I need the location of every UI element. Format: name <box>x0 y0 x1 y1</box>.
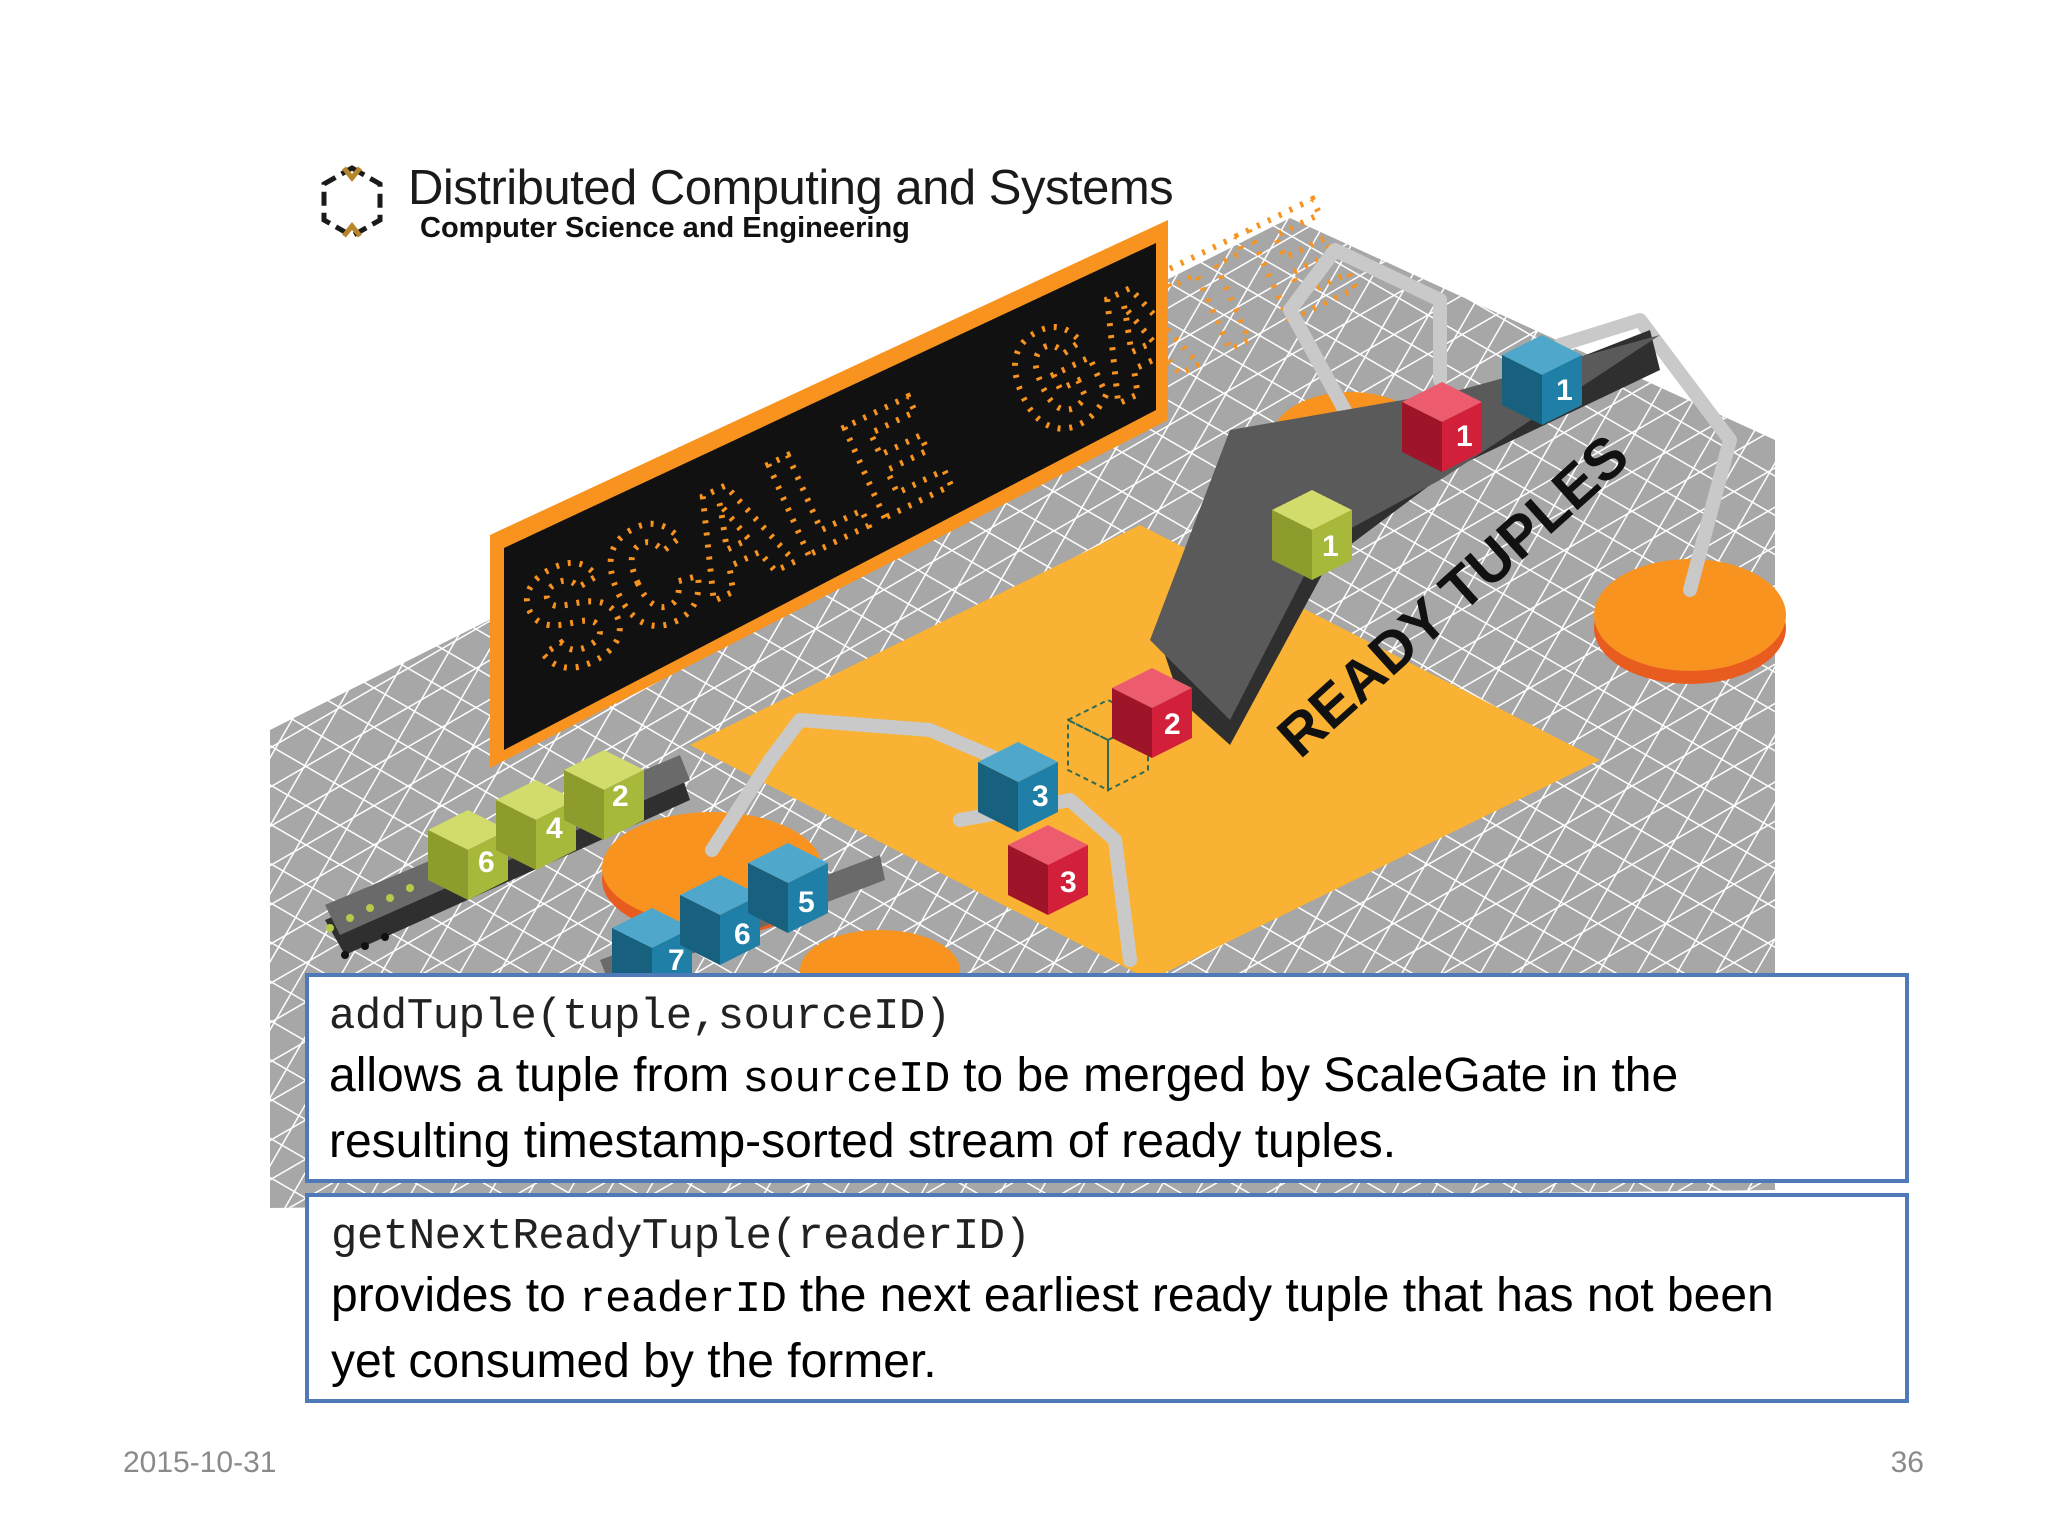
add-tuple-box: addTuple(tuple,sourceID) allows a tuple … <box>305 973 1909 1183</box>
org-subtitle: Computer Science and Engineering <box>420 212 910 244</box>
get-desc-code: readerID <box>579 1275 787 1325</box>
green-ready-box: 1 <box>1322 530 1339 563</box>
dcs-logo-icon <box>321 165 383 239</box>
add-tuple-desc-line1: allows a tuple from sourceID to be merge… <box>329 1045 1885 1111</box>
add-tuple-signature: addTuple(tuple,sourceID) <box>329 992 951 1042</box>
add-desc-text-b: to be merged by ScaleGate in the <box>949 1049 1679 1102</box>
get-tuple-signature: getNextReadyTuple(readerID) <box>331 1212 1031 1262</box>
green-box-6: 6 <box>478 846 495 879</box>
blue-moving-box: 3 <box>1032 780 1049 813</box>
ready-boxes: 1 1 1 <box>1272 335 1582 580</box>
add-desc-code: sourceID <box>742 1055 951 1105</box>
green-box-2: 2 <box>612 780 629 813</box>
blue-box-5: 5 <box>798 886 815 919</box>
incoming-dots <box>326 884 414 932</box>
blue-top-box: 1 <box>1556 374 1573 407</box>
slide-number: 36 <box>1890 1446 1924 1479</box>
get-tuple-desc-line2: yet consumed by the former. <box>331 1335 937 1388</box>
get-desc-text-a: provides to <box>331 1269 580 1322</box>
get-next-ready-tuple-box: getNextReadyTuple(readerID) provides to … <box>305 1193 1909 1403</box>
get-desc-text-b: the next earliest ready tuple that has n… <box>786 1269 1774 1322</box>
green-queue-boxes: 6 4 2 <box>428 750 644 900</box>
add-desc-text-a: allows a tuple from <box>329 1049 743 1102</box>
incoming-dots-dark <box>341 933 389 959</box>
get-tuple-desc-line1: provides to readerID the next earliest r… <box>331 1265 1885 1331</box>
blue-box-6: 6 <box>734 918 751 951</box>
add-tuple-desc-line2: resulting timestamp-sorted stream of rea… <box>329 1115 1397 1168</box>
blue-box-7: 7 <box>668 944 685 977</box>
green-box-4: 4 <box>546 812 563 845</box>
moving-boxes: 3 3 2 <box>978 668 1192 915</box>
red-ready-box: 2 <box>1164 708 1181 741</box>
org-title: Distributed Computing and Systems <box>408 161 1174 215</box>
slide-date: 2015-10-31 <box>123 1446 277 1479</box>
red-moving-box: 3 <box>1060 866 1077 899</box>
red-top-box: 1 <box>1456 420 1473 453</box>
